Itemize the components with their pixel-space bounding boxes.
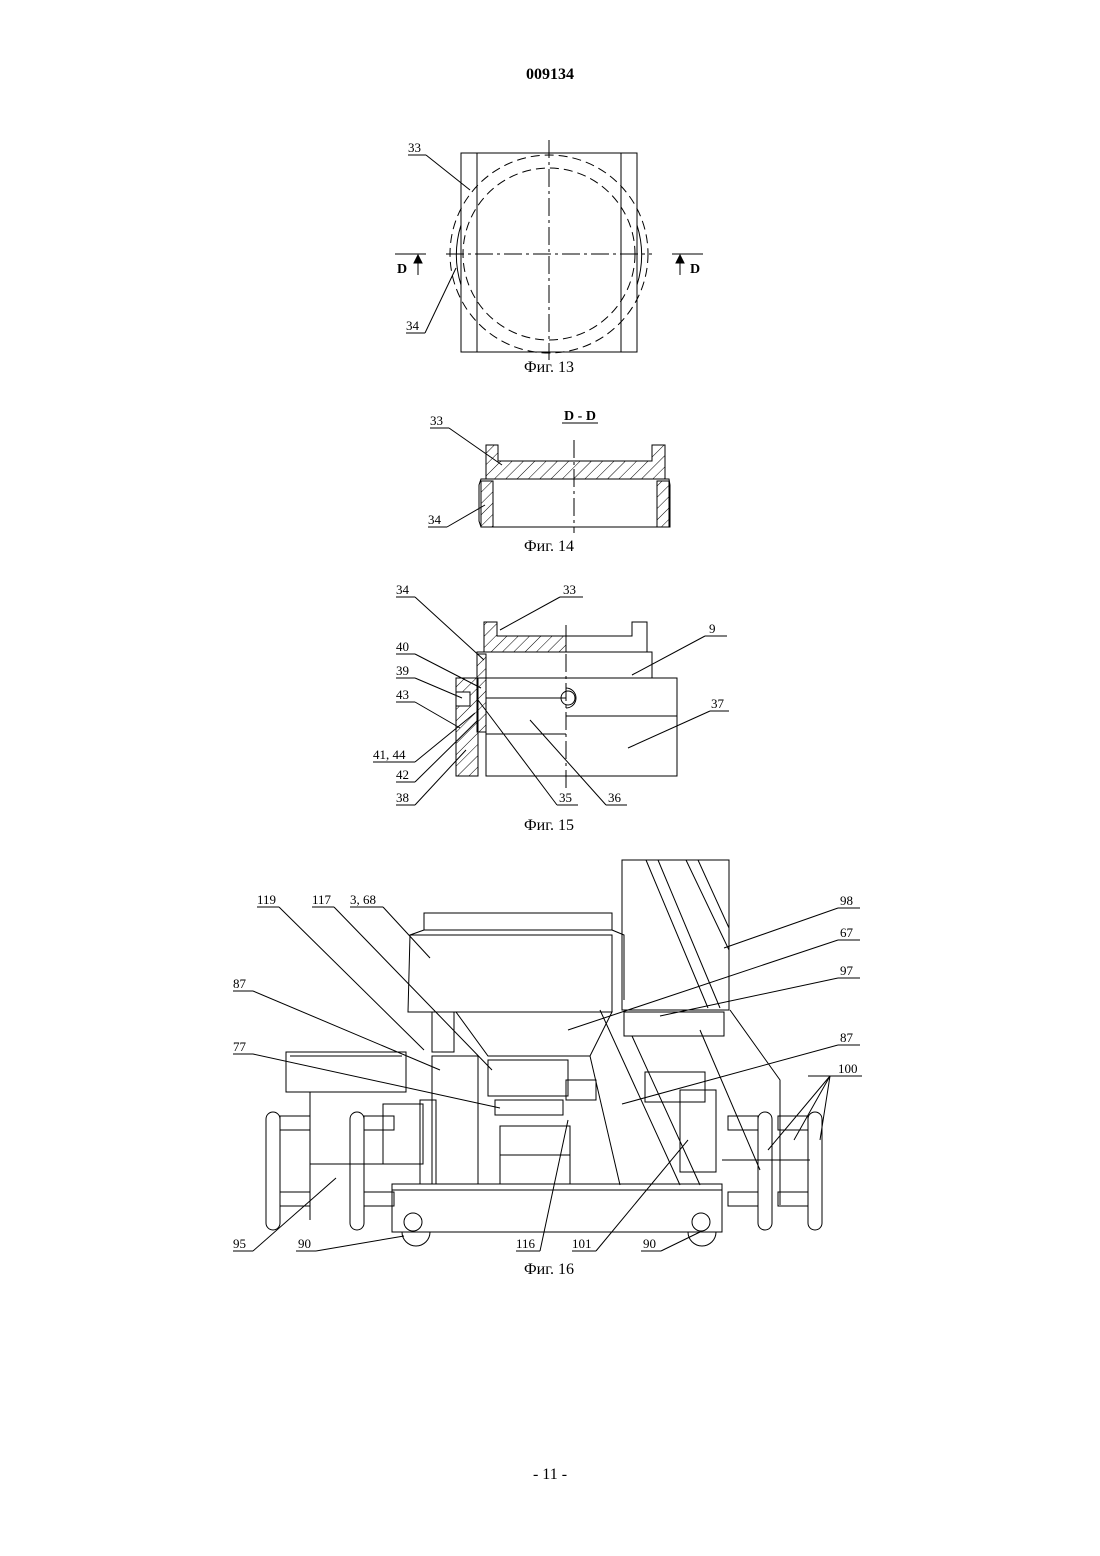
figure-16-drawing <box>233 860 862 1251</box>
fig13-label-33: 33 <box>408 140 421 155</box>
fig16-label-87-left: 87 <box>233 976 247 991</box>
fig15-label-36: 36 <box>608 790 622 805</box>
fig16-caption: Фиг. 16 <box>524 1261 574 1278</box>
fig15-label-35: 35 <box>559 790 572 805</box>
fig16-label-117: 117 <box>312 892 332 907</box>
fig16-label-97: 97 <box>840 963 854 978</box>
fig16-label-116: 116 <box>516 1236 536 1251</box>
fig15-label-37: 37 <box>711 696 725 711</box>
fig16-label-67: 67 <box>840 925 854 940</box>
fig16-label-90-right: 90 <box>643 1236 656 1251</box>
fig16-label-119: 119 <box>257 892 276 907</box>
figure-14-drawing <box>428 423 670 533</box>
fig15-label-34: 34 <box>396 582 410 597</box>
fig15-label-38: 38 <box>396 790 409 805</box>
fig13-caption: Фиг. 13 <box>524 359 574 376</box>
fig16-label-3-68: 3, 68 <box>350 892 376 907</box>
fig16-label-77: 77 <box>233 1039 247 1054</box>
fig13-section-mark-right: D <box>690 262 700 277</box>
figure-13-drawing <box>395 140 703 360</box>
fig15-label-43: 43 <box>396 687 409 702</box>
fig16-label-90-left: 90 <box>298 1236 311 1251</box>
fig16-label-95: 95 <box>233 1236 246 1251</box>
fig16-label-101: 101 <box>572 1236 592 1251</box>
fig14-label-33: 33 <box>430 413 443 428</box>
fig15-label-42: 42 <box>396 767 409 782</box>
fig15-label-9: 9 <box>709 621 716 636</box>
figure-15-drawing <box>373 597 729 805</box>
fig15-label-41-44: 41, 44 <box>373 747 406 762</box>
fig15-caption: Фиг. 15 <box>524 817 574 834</box>
fig16-label-98: 98 <box>840 893 853 908</box>
page-number: - 11 - <box>0 1466 1100 1484</box>
fig14-section-title: D - D <box>564 409 596 424</box>
fig13-label-34: 34 <box>406 318 420 333</box>
fig16-label-87-right: 87 <box>840 1030 854 1045</box>
fig13-section-mark-left: D <box>397 262 407 277</box>
fig14-caption: Фиг. 14 <box>524 538 574 555</box>
fig16-label-100: 100 <box>838 1061 858 1076</box>
fig14-label-34: 34 <box>428 512 442 527</box>
fig15-label-40: 40 <box>396 639 409 654</box>
fig15-label-33: 33 <box>563 582 576 597</box>
fig15-label-39: 39 <box>396 663 409 678</box>
